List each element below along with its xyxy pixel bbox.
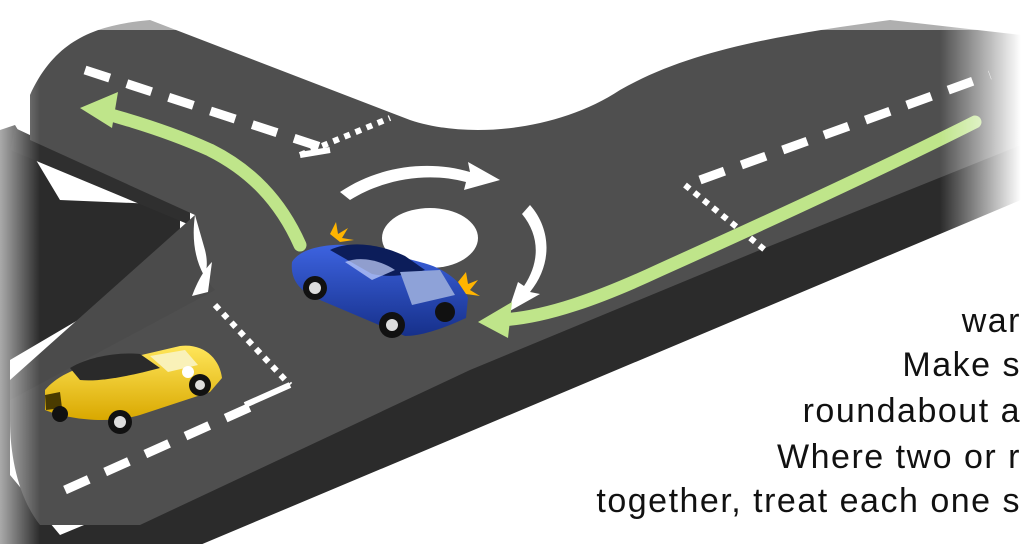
road-scene — [0, 0, 1021, 544]
roundabout-illustration: war Make s roundabout a Where two or r t… — [0, 0, 1021, 544]
